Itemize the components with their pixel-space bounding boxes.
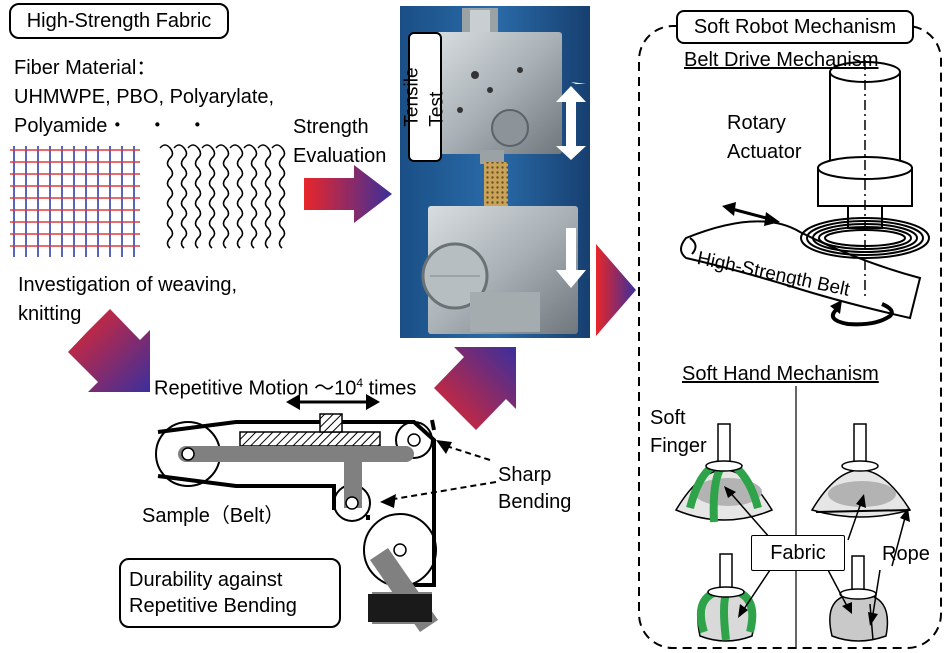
belt-drive-illustration [680, 60, 930, 327]
rope-label: Rope [882, 543, 930, 565]
fiber-list-line: UHMWPE, PBO, Polyarylate, [14, 86, 275, 108]
strength-label: Strength [293, 116, 369, 138]
fabric-title-box: High-Strength Fabric [9, 3, 229, 39]
soft-robot-frame [638, 25, 942, 649]
fiber-material-label: Fiber Material： [14, 57, 157, 79]
arrow-to-tensile-icon [304, 165, 392, 223]
soft-hand-heading: Soft Hand Mechanism [682, 363, 879, 385]
soft-robot-title-box: Soft Robot Mechanism [676, 10, 914, 44]
arrow-to-soft-robot-icon [596, 244, 636, 336]
repetitive-motion-suffix: times [363, 377, 417, 400]
soft-hand-illustration [674, 423, 912, 642]
tensile-test-label-box: Tensile Test [402, 32, 448, 162]
fabric-label-box: Fabric [751, 535, 845, 571]
fiber-list-line-2: Polyamide・ ・ ・ [14, 115, 208, 137]
fabric-title: High-Strength Fabric [26, 10, 212, 32]
durability-box: Durability against Repetitive Bending [119, 558, 341, 628]
woven-fabric-icon [10, 146, 140, 257]
arrow-to-durability-icon [68, 309, 150, 392]
tensile-test-label: Tensile Test [402, 67, 448, 127]
sharp-label: Sharp [498, 464, 552, 486]
tensile-test-photo [400, 6, 590, 338]
bending-label: Bending [498, 491, 572, 513]
arrow-up-to-tensile-icon [434, 347, 516, 430]
actuator-label: Actuator [727, 141, 802, 163]
fabric-label: Fabric [770, 542, 826, 564]
investigation-line-2: knitting [18, 303, 82, 325]
durability-line: Durability against [129, 569, 283, 591]
evaluation-label: Evaluation [293, 145, 387, 167]
repetitive-motion-exponent: 4 [356, 376, 364, 390]
investigation-line: Investigation of weaving, [18, 274, 238, 296]
repetitive-motion-text: Repetitive Motion ～10 [154, 377, 357, 400]
soft-label: Soft [650, 407, 686, 429]
sample-belt-label: Sample（Belt） [142, 505, 285, 527]
durability-tester-illustration [155, 394, 497, 632]
rotary-label: Rotary [727, 112, 786, 134]
finger-label: Finger [650, 435, 707, 457]
repetitive-motion-label: Repetitive Motion ～104 times [154, 370, 416, 402]
soft-robot-title: Soft Robot Mechanism [693, 16, 897, 38]
knitted-fabric-icon [159, 144, 286, 249]
belt-drive-heading: Belt Drive Mechanism [684, 49, 879, 71]
durability-line-2: Repetitive Bending [129, 595, 297, 617]
